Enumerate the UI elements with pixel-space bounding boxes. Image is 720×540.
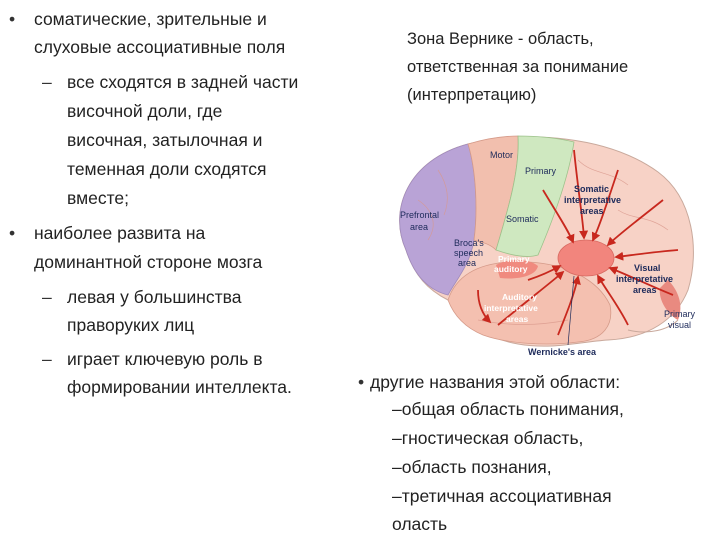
- primary-auditory-region: [496, 259, 538, 279]
- label-visual-interp-1: Visual: [634, 263, 660, 273]
- other-name-item: –гностическая область,: [392, 428, 584, 448]
- item2-line1: наиболее развита на: [34, 223, 206, 243]
- item2-line2: доминантной стороне мозга: [34, 252, 263, 272]
- bullet-marker: •: [9, 9, 16, 29]
- arrow: [597, 274, 629, 326]
- arrow: [608, 266, 674, 296]
- label-somatic-interp-1: Somatic: [574, 184, 609, 194]
- item1-sub-line4: теменная доли сходятся: [67, 159, 267, 179]
- item1-line2: слуховые ассоциативные поля: [34, 37, 286, 57]
- label-somatic-interp-3: areas: [580, 206, 604, 216]
- bullet-marker: •: [9, 223, 16, 243]
- label-primary-auditory-1: Primary: [498, 254, 530, 264]
- label-broca-1: Broca's: [454, 238, 484, 248]
- arrow: [542, 189, 575, 244]
- label-primary-visual-2: visual: [668, 320, 691, 330]
- item1-sub-line2: височной доли, где: [67, 101, 223, 121]
- arrow: [591, 169, 619, 242]
- label-auditory-interp-2: interpretative: [484, 303, 538, 313]
- label-somatic: Somatic: [506, 214, 539, 224]
- label-broca-3: area: [458, 258, 476, 268]
- label-somatic-interp-2: interpretative: [564, 195, 621, 205]
- other-name-item: –область познания,: [392, 457, 552, 477]
- wernicke-region: [557, 239, 615, 277]
- caption-line2: ответственная за понимание: [407, 58, 629, 76]
- item2-sub1-line2: праворуких лиц: [67, 315, 195, 335]
- primary-visual-region: [659, 280, 681, 320]
- arrow: [573, 149, 589, 240]
- label-visual-interp-3: areas: [633, 285, 657, 295]
- arrow: [477, 289, 492, 324]
- label-motor: Motor: [490, 150, 513, 160]
- dash-marker: –: [42, 349, 52, 369]
- item2-sub2-line1: играет ключевую роль в: [67, 349, 263, 369]
- item1-sub-line5: вместе;: [67, 188, 130, 208]
- item1-sub-line1: все сходятся в задней части: [67, 72, 299, 92]
- arrow: [606, 199, 664, 247]
- item1-line1: соматические, зрительные и: [34, 9, 267, 29]
- item1-sub-line3: височная, затылочная и: [67, 130, 263, 150]
- label-primary: Primary: [525, 166, 556, 176]
- arrow: [497, 270, 565, 326]
- other-name-item: –общая область понимания,: [392, 399, 624, 419]
- arrow: [614, 249, 679, 261]
- bullet-marker: •: [358, 372, 365, 392]
- label-primary-visual-1: Primary: [664, 309, 695, 319]
- other-name-item-cont: оласть: [392, 514, 448, 534]
- other-name-item: –третичная ассоциативная: [392, 486, 612, 506]
- arrow: [557, 275, 581, 336]
- arrow: [527, 265, 562, 281]
- caption-line1: Зона Вернике - область,: [407, 30, 594, 48]
- label-prefrontal-2: area: [410, 222, 428, 232]
- caption-line3: (интерпретацию): [407, 86, 537, 104]
- label-primary-auditory-2: auditory: [494, 264, 528, 274]
- label-auditory-interp-1: Auditory: [502, 292, 537, 302]
- label-wernicke-area: Wernicke's area: [528, 347, 597, 357]
- item2-sub2-line2: формировании интеллекта.: [67, 377, 292, 397]
- label-visual-interp-2: interpretative: [616, 274, 673, 284]
- label-prefrontal-1: Prefrontal: [400, 210, 439, 220]
- label-auditory-interp-3: areas: [506, 314, 528, 324]
- item2-sub1-line1: левая у большинства: [67, 287, 242, 307]
- other-names-intro: другие названия этой области:: [370, 372, 621, 392]
- primary-somatic-region: [495, 135, 575, 257]
- dash-marker: –: [42, 72, 52, 92]
- dash-marker: –: [42, 287, 52, 307]
- label-broca-2: speech: [454, 248, 483, 258]
- brain-diagram: Motor Primary Somatic interpretative are…: [399, 135, 695, 357]
